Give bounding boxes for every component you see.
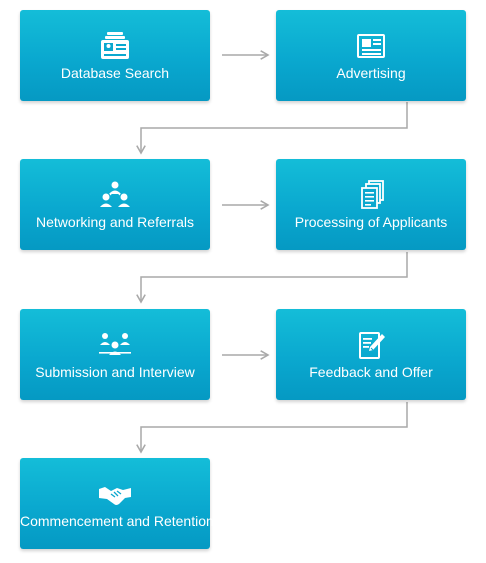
step-feedback-and-offer: Feedback and Offer: [276, 309, 466, 400]
step-processing-of-applicants: Processing of Applicants: [276, 159, 466, 250]
arrow-step6-to-step7: [136, 402, 408, 454]
documents-icon: [276, 180, 466, 210]
step-commencement-and-retention: Commencement and Retention: [20, 458, 214, 549]
step-label: Processing of Applicants: [294, 214, 448, 230]
arrow-step2-to-step3: [136, 102, 408, 155]
interview-icon: [20, 330, 210, 360]
step-label: Commencement and Retention: [20, 513, 214, 529]
step-label: Networking and Referrals: [36, 214, 194, 230]
step-submission-and-interview: Submission and Interview: [20, 309, 210, 400]
step-database-search: Database Search: [20, 10, 210, 101]
step-advertising: Advertising: [276, 10, 466, 101]
step-networking-and-referrals: Networking and Referrals: [20, 159, 210, 250]
edit-document-icon: [276, 330, 466, 360]
step-label: Database Search: [60, 65, 170, 81]
database-search-icon: [20, 31, 210, 61]
newspaper-icon: [276, 31, 466, 61]
arrow-step4-to-step5: [136, 252, 408, 304]
step-label: Feedback and Offer: [309, 364, 433, 380]
step-label: Advertising: [336, 65, 406, 81]
step-label: Submission and Interview: [35, 364, 195, 380]
handshake-icon: [20, 479, 210, 509]
people-network-icon: [20, 180, 210, 210]
